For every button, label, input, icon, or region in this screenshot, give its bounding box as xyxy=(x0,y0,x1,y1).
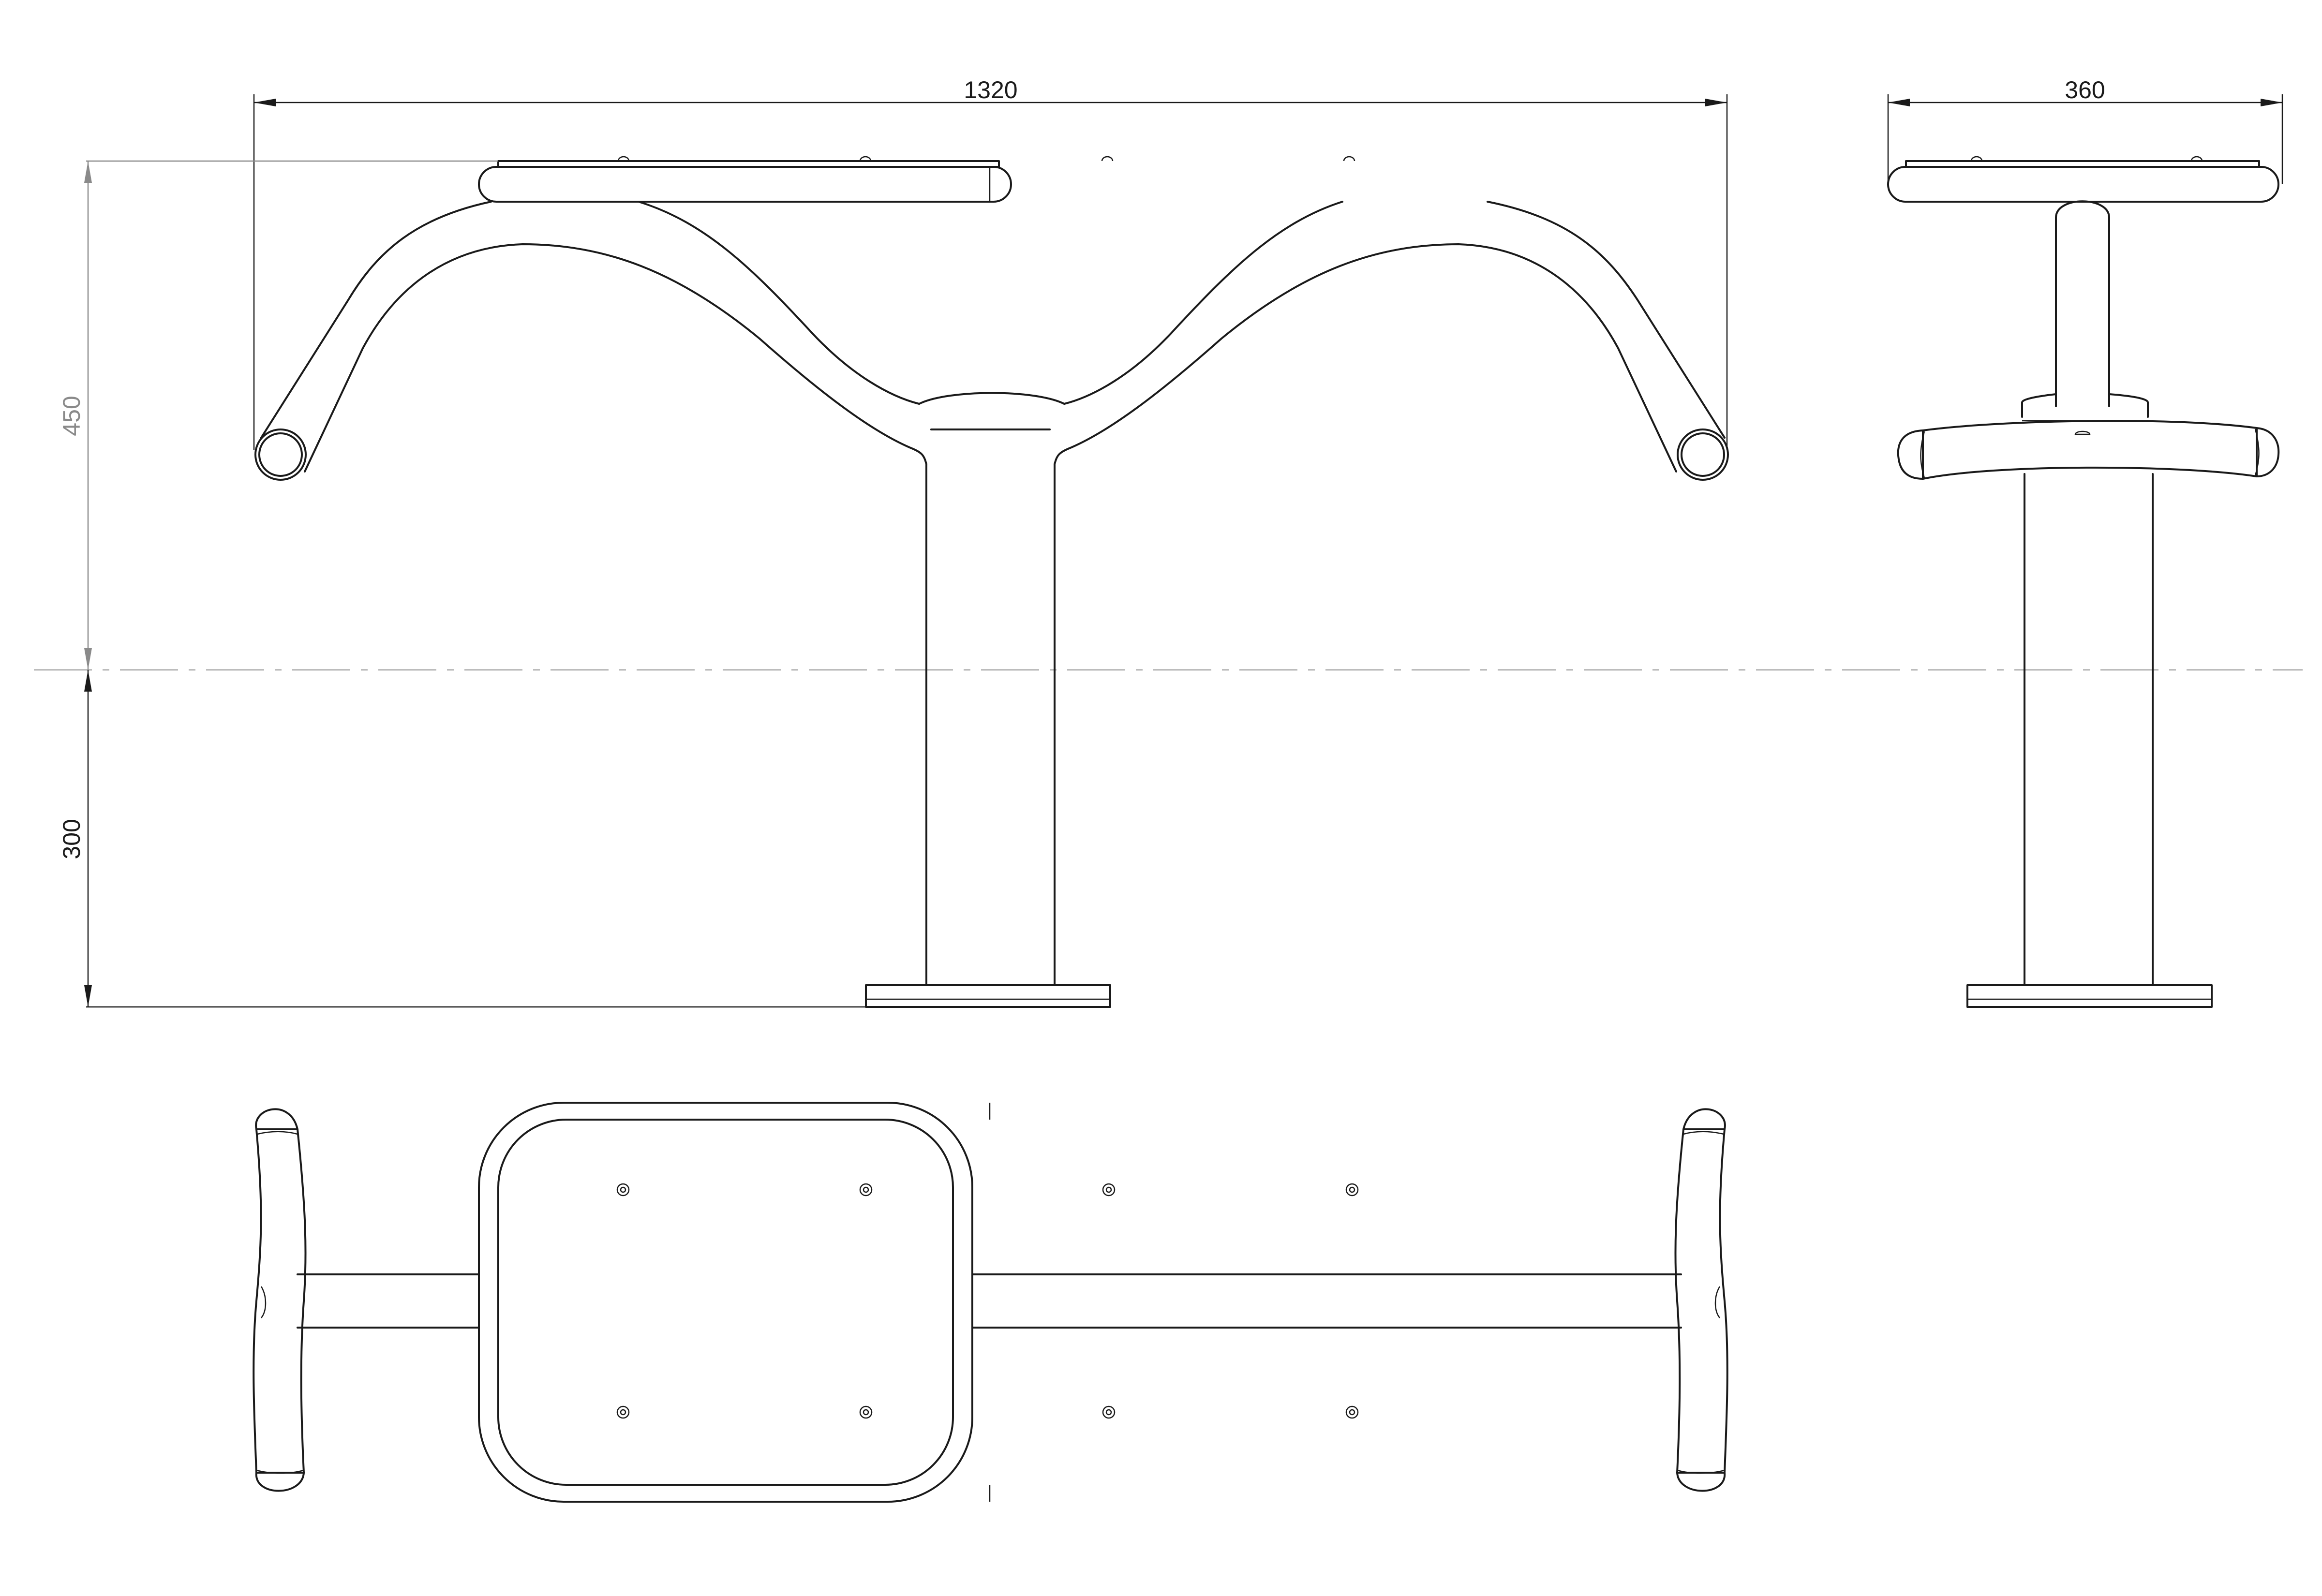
dimension-seat-height: 450 xyxy=(58,160,498,670)
side-base-plate xyxy=(1966,984,2213,1008)
side-seat-tube xyxy=(1887,166,2279,203)
dimension-overall-depth: 360 xyxy=(1887,76,2283,184)
side-crossbar-cap-left xyxy=(1897,429,1924,480)
top-left-arm xyxy=(297,1273,480,1329)
dimension-label-overall-depth: 360 xyxy=(2065,76,2105,103)
top-left-foot-cap-top xyxy=(255,1108,298,1130)
front-frame-inner xyxy=(304,243,1677,473)
dimension-overall-length: 1320 xyxy=(253,76,1728,450)
side-crossbar-cap-right xyxy=(2256,427,2280,477)
dimension-label-overall-length: 1320 xyxy=(964,76,1017,103)
front-seat-tube xyxy=(478,166,1012,203)
side-upper-tube xyxy=(2055,200,2110,407)
dimension-label-embed-depth: 300 xyxy=(58,819,85,859)
top-left-foot-cap-bottom xyxy=(255,1472,305,1492)
front-center-cap xyxy=(918,392,1065,405)
front-frame-outer xyxy=(260,201,1726,439)
top-seat-outer xyxy=(478,1102,973,1503)
dimension-label-seat-height: 450 xyxy=(58,396,85,436)
top-seat-inner xyxy=(497,1119,954,1486)
top-right-foot-cap-bottom xyxy=(1676,1472,1726,1492)
dimension-embed-depth: 300 xyxy=(58,670,866,1008)
top-left-foot xyxy=(253,1128,307,1474)
top-right-foot-cap-top xyxy=(1682,1108,1726,1130)
front-tube-end-caps xyxy=(254,429,1729,481)
top-bolt-heads xyxy=(616,1183,1359,1419)
top-right-foot xyxy=(1674,1128,1728,1474)
side-crossbar xyxy=(1922,420,2258,480)
top-right-arm xyxy=(971,1273,1682,1329)
side-bracket xyxy=(2021,393,2149,418)
front-base-plate xyxy=(865,984,1111,1008)
top-view xyxy=(253,1102,1728,1503)
side-bolt-heads xyxy=(1970,156,2203,162)
front-bolt-heads xyxy=(617,156,1355,162)
side-view xyxy=(1887,156,2280,1008)
front-view xyxy=(254,156,1729,1008)
